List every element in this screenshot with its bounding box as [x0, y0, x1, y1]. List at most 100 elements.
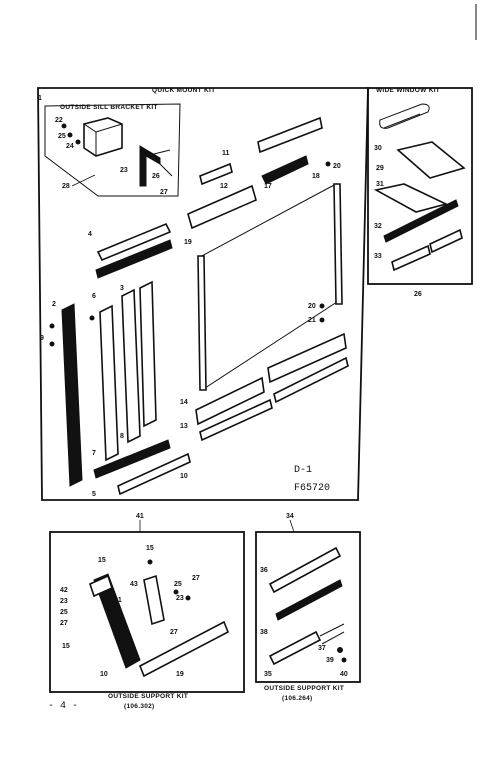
callout-18: 18	[312, 173, 320, 180]
callout-17: 17	[264, 183, 272, 190]
outside-support-right-num: (106.264)	[282, 695, 313, 702]
leader-34	[289, 519, 295, 533]
callout-25s: 25	[60, 609, 68, 616]
callout-21: 21	[308, 317, 316, 324]
callout-9: 9	[40, 335, 44, 342]
outside-support-right-title: OUTSIDE SUPPORT KIT	[264, 685, 344, 692]
outside-support-kit-right: 34 36 38 35 37 39 40 OUTSIDE SUPPORT KIT…	[255, 513, 361, 702]
callout-10: 10	[180, 473, 188, 480]
rail-11-right	[257, 116, 323, 154]
callout-20b: 20	[308, 303, 316, 310]
washer-25-right	[173, 589, 179, 595]
page-number: - 4 -	[48, 701, 78, 712]
callout-26: 26	[152, 173, 160, 180]
callout-15a: 15	[98, 557, 106, 564]
quick-mount-kit-title: QUICK MOUNT KIT	[152, 87, 215, 94]
callout-23b: 23	[176, 595, 184, 602]
side-channel-2	[61, 303, 83, 487]
wide-window-kit-frame	[367, 87, 473, 285]
bracket-plate-edge	[83, 123, 123, 156]
hanger-30-inner	[383, 113, 421, 129]
figure-id: D-1	[294, 465, 312, 476]
callout-14: 14	[180, 399, 188, 406]
callout-23: 23	[60, 598, 68, 605]
outside-support-left-num: (106.302)	[124, 703, 155, 710]
callout-27: 27	[160, 189, 168, 196]
callout-30: 30	[374, 145, 382, 152]
figure-code: F65720	[294, 483, 330, 494]
screw-9-lower	[49, 341, 55, 347]
quick-mount-kit-panel: QUICK MOUNT KIT 1 OUTSIDE SILL BRACKET K…	[37, 87, 369, 501]
plate-31-lower	[373, 183, 449, 213]
callout-24: 24	[66, 143, 74, 150]
callout-37: 37	[318, 645, 326, 652]
nut-27-right	[185, 595, 191, 601]
callout-13: 13	[180, 423, 188, 430]
screw-20-top	[325, 161, 331, 167]
wide-window-kit-title: WIDE WINDOW KIT	[376, 87, 440, 94]
support-arm-10	[93, 573, 141, 669]
callout-32: 32	[374, 223, 382, 230]
sill-bracket	[139, 145, 161, 187]
callout-22: 22	[55, 117, 63, 124]
hanger-30	[379, 103, 430, 129]
side-panel-8	[121, 288, 141, 444]
foam-6	[95, 239, 173, 279]
screw-20-bottom	[319, 303, 325, 309]
bracket-kit-title: OUTSIDE SILL BRACKET KIT	[60, 104, 158, 111]
screw-9-upper	[49, 323, 55, 329]
bolt-39	[337, 647, 343, 653]
bottom-rail-14-right	[267, 332, 347, 384]
callout-15b: 15	[146, 545, 154, 552]
foam-5	[93, 439, 171, 479]
sill-bracket-arms	[145, 149, 173, 177]
callout-2: 2	[52, 301, 56, 308]
outside-bracket-kit: OUTSIDE SILL BRACKET KIT 22 25 24 23 26 …	[44, 103, 181, 197]
side-panel-19-right	[333, 183, 343, 305]
outside-support-kit-left-frame	[49, 531, 245, 693]
nut-24	[75, 139, 81, 145]
support-rail-37	[319, 623, 345, 645]
nut-21	[319, 317, 325, 323]
side-panel-7	[99, 304, 119, 462]
screw-22	[61, 123, 67, 129]
bracket-plate	[83, 117, 123, 157]
callout-33: 33	[374, 253, 382, 260]
outside-support-kit-right-frame	[255, 531, 361, 683]
callout-3: 3	[120, 285, 124, 292]
seal-4	[96, 222, 172, 262]
callout-25: 25	[58, 133, 66, 140]
callout-35: 35	[264, 671, 272, 678]
side-panel-19-left	[197, 255, 207, 391]
side-panel-3	[139, 280, 157, 428]
callout-6: 6	[92, 293, 96, 300]
support-rail-36	[268, 546, 342, 594]
callout-42: 42	[60, 587, 68, 594]
callout-21s: 21	[114, 597, 122, 604]
callout-41: 41	[136, 513, 144, 520]
callout-19: 19	[184, 239, 192, 246]
callout-15c: 15	[62, 643, 70, 650]
screw-15-top	[147, 559, 153, 565]
quick-mount-kit-frame	[37, 87, 369, 501]
bottom-rail-14-left	[195, 376, 265, 426]
callout-27b: 27	[192, 575, 200, 582]
leader-28	[71, 174, 96, 187]
callout-20: 20	[333, 163, 341, 170]
callout-7: 7	[92, 450, 96, 457]
callout-19s: 19	[176, 671, 184, 678]
outside-support-left-title: OUTSIDE SUPPORT KIT	[108, 693, 188, 700]
callout-1: 1	[38, 95, 42, 102]
callout-43: 43	[130, 581, 138, 588]
plate-31	[396, 141, 466, 179]
callout-27s: 27	[60, 620, 68, 627]
callout-10s: 10	[100, 671, 108, 678]
strip-33-right	[429, 228, 463, 254]
nut-40	[341, 657, 347, 663]
callout-34r: 34	[286, 513, 294, 520]
callout-25b: 25	[174, 581, 182, 588]
top-channel-12-dark	[261, 155, 309, 185]
washer-25	[67, 132, 73, 138]
callout-12: 12	[220, 183, 228, 190]
